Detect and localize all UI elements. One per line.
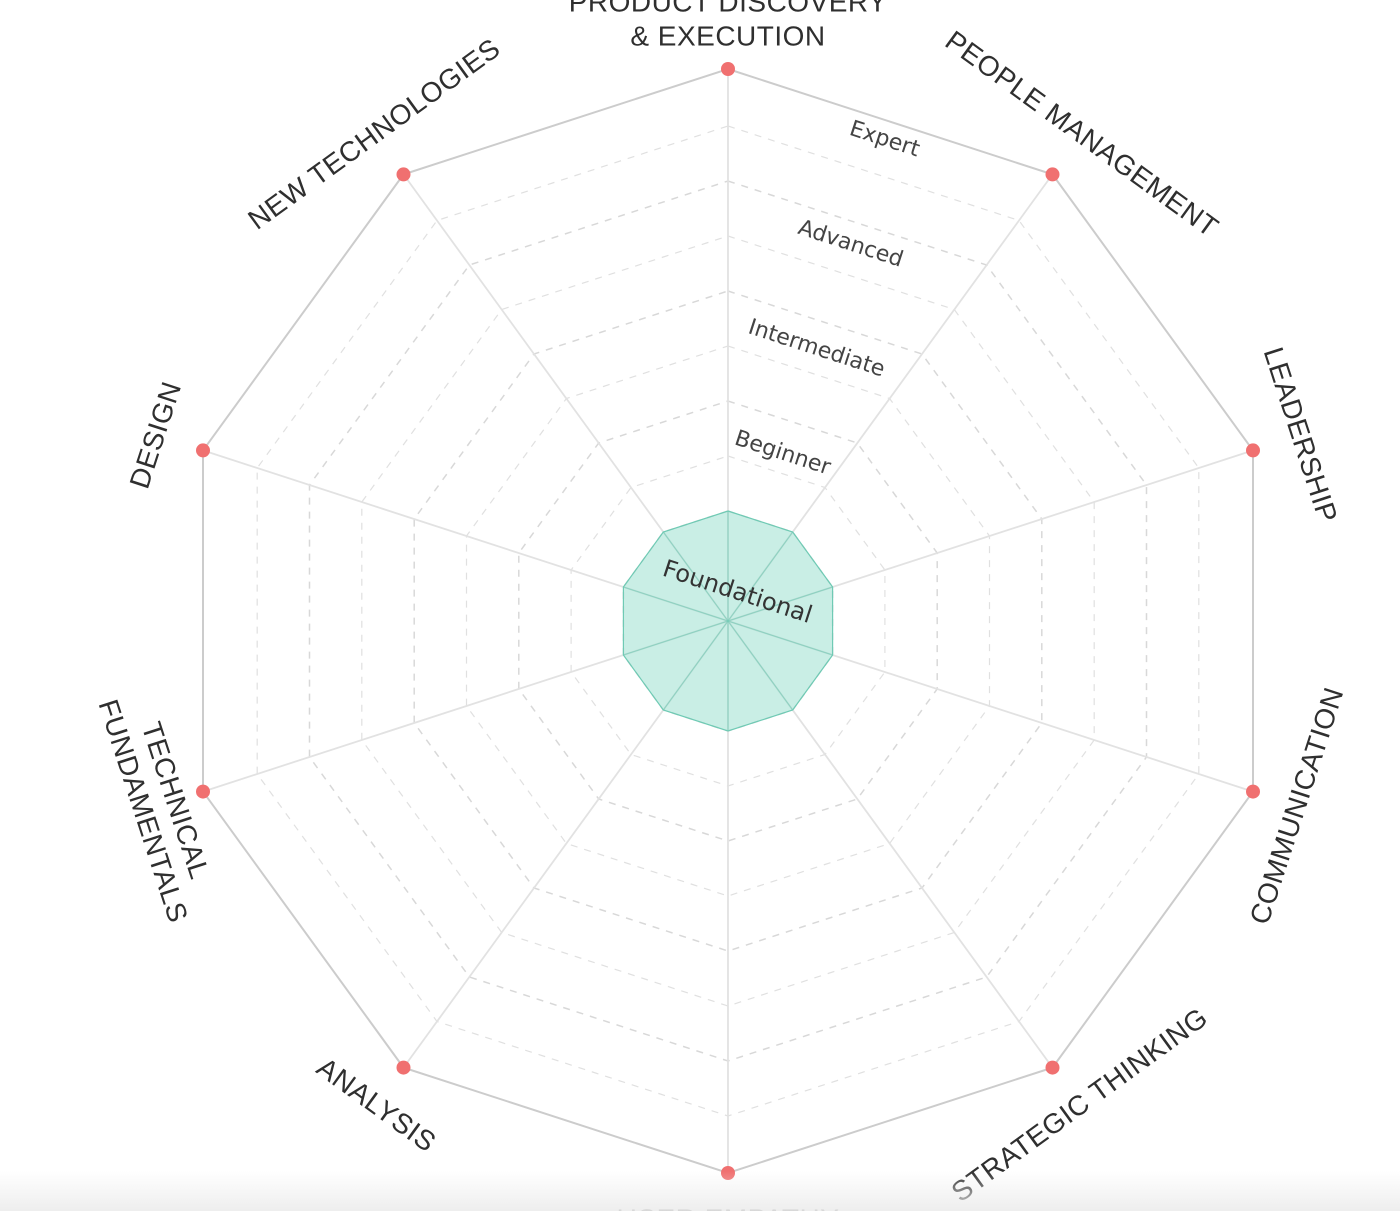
series-spoke-1: [727, 531, 794, 622]
grid-subring-4: [361, 235, 1095, 1007]
grid-ring-2: [518, 400, 938, 842]
axis-label-text-9-0: NEW TECHNOLOGIES: [242, 32, 505, 235]
axis-label-6: ANALYSIS: [311, 1051, 442, 1158]
axis-label-text-0-1: & EXECUTION: [630, 20, 825, 51]
axis-label-8: DESIGN: [124, 378, 188, 493]
axis-label-0: PRODUCT DISCOVERY & EXECUTION: [569, 0, 888, 51]
axis-label-text-1-0: PEOPLE MANAGEMENT: [940, 25, 1224, 243]
axis-label-9: NEW TECHNOLOGIES: [242, 32, 505, 235]
axis-label-2: LEADERSHIP: [1258, 343, 1344, 526]
series-spoke-8: [623, 586, 729, 622]
level-label-intermediate: Intermediate: [745, 315, 888, 383]
level-label-beginner: Beginner: [732, 426, 835, 481]
bottom-fade: [0, 1171, 1400, 1211]
axis-end-marker-2: [1246, 443, 1260, 458]
axis-label-1: PEOPLE MANAGEMENT: [940, 25, 1224, 243]
axis-label-text-3-0: COMMUNICATION: [1244, 683, 1350, 928]
series-spoke-9: [662, 531, 729, 622]
axis-end-marker-8: [196, 443, 210, 458]
axis-end-marker-7: [196, 784, 210, 799]
series-spoke-7: [623, 620, 729, 656]
axis-end-marker-9: [396, 167, 411, 182]
series-spoke-3: [727, 620, 833, 656]
axis-end-marker-6: [396, 1060, 411, 1075]
series-spoke-6: [662, 620, 729, 711]
grid-subring-3: [465, 345, 991, 897]
axis-label-text-0-0: PRODUCT DISCOVERY: [569, 0, 888, 17]
radar-series: [622, 510, 834, 732]
series-spoke-4: [727, 620, 794, 711]
series-spoke-2: [727, 586, 833, 622]
axis-label-text-8-0: DESIGN: [124, 378, 188, 493]
axis-label-text-6-0: ANALYSIS: [311, 1051, 442, 1158]
axis-end-marker-0: [721, 62, 735, 76]
axis-end-marker-4: [1045, 1060, 1060, 1075]
level-label-advanced: Advanced: [795, 215, 906, 272]
grid-ring-3: [413, 290, 1043, 952]
axis-end-marker-1: [1045, 167, 1060, 182]
axis-label-text-2-0: LEADERSHIP: [1258, 343, 1344, 526]
axis-end-marker-3: [1246, 784, 1260, 799]
level-label-expert: Expert: [846, 116, 923, 162]
axis-label-3: COMMUNICATION: [1244, 683, 1350, 928]
